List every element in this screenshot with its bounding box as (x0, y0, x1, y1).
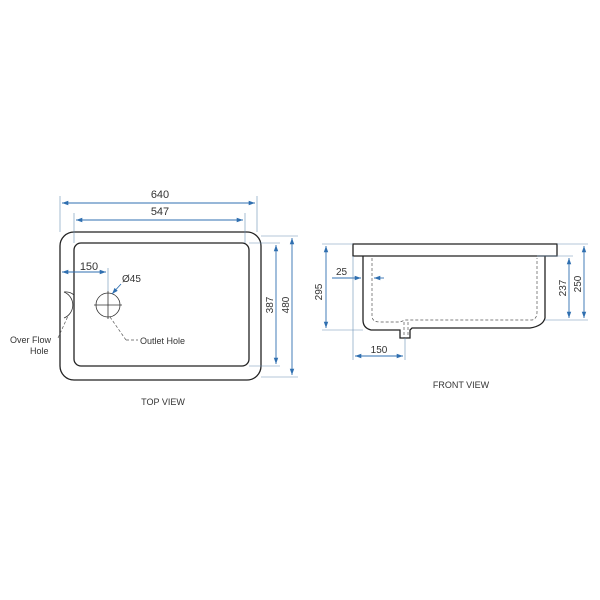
dim-inner-depth-label: 387 (265, 296, 276, 313)
dim-inner-width-label: 547 (151, 206, 169, 218)
dim-outlet-offset-label: 150 (80, 261, 98, 273)
outlet-diameter-label: Ø45 (122, 274, 141, 285)
dim-overall-depth-label: 480 (281, 296, 292, 313)
dim-total-height-label: 250 (573, 275, 584, 292)
outlet-hole-label: Outlet Hole (140, 336, 185, 346)
overflow-hole-label-2: Hole (30, 346, 49, 356)
top-view: 640 547 150 Ø45 387 480 Over Flow Hole O… (10, 189, 298, 407)
front-view-rim (352, 243, 558, 257)
dim-outer-height-label: 295 (314, 283, 325, 300)
dim-overall-width-label: 640 (151, 189, 169, 201)
top-view-caption: TOP VIEW (141, 397, 185, 407)
overflow-hole-label-1: Over Flow (10, 335, 52, 345)
top-view-inner-outline (73, 242, 250, 367)
front-view-caption: FRONT VIEW (433, 380, 490, 390)
front-view-inner-basin (371, 258, 538, 323)
dim-wall-thickness-label: 25 (336, 267, 348, 278)
front-view: 295 25 150 237 250 FRONT VIEW (314, 243, 588, 390)
dim-outlet-offset-front-label: 150 (371, 345, 388, 356)
top-view-outer-outline (59, 231, 262, 381)
front-view-outer-body (362, 256, 546, 339)
dim-inner-height-label: 237 (558, 279, 569, 296)
overflow-hole-icon (63, 291, 74, 319)
